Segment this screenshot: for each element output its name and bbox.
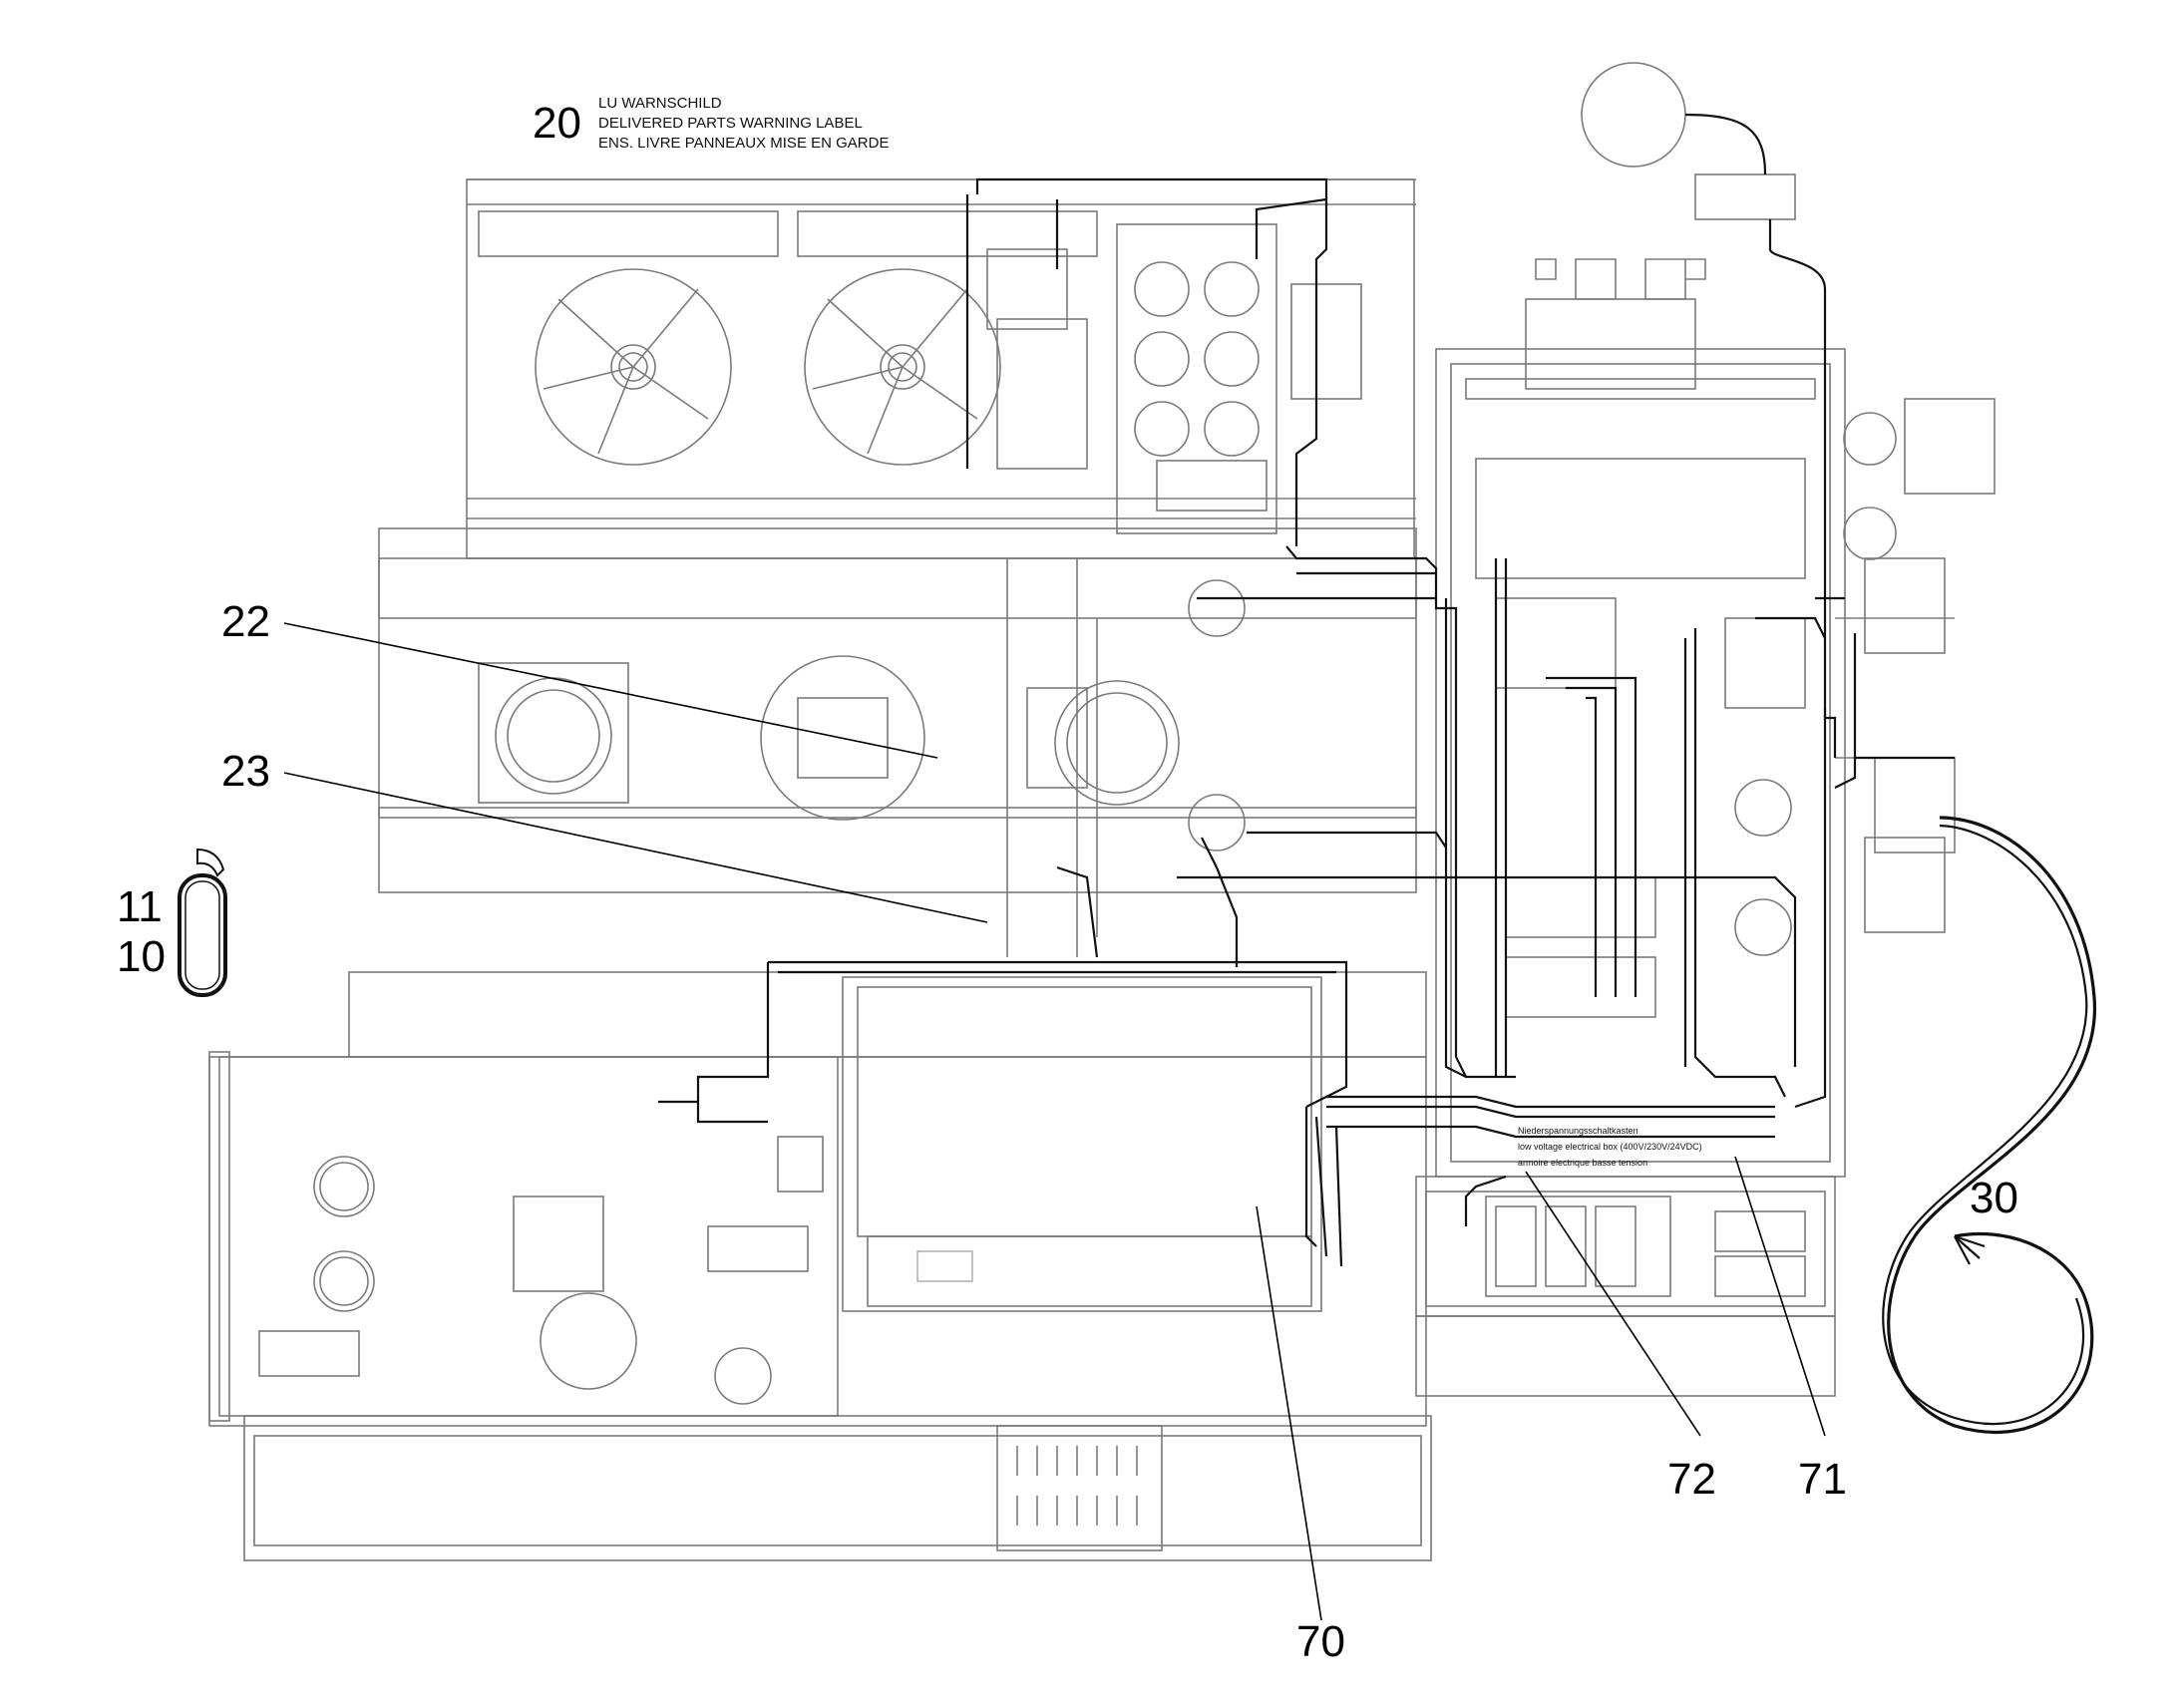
cable-harness [658, 177, 1955, 1267]
callout-72: 72 [1667, 1455, 1716, 1504]
bottom-grille [996, 1425, 1163, 1551]
voltage-plate-line-2: low voltage electrical box (400V/230V/24… [1518, 1142, 1702, 1152]
clamp-item-10-11 [178, 848, 227, 997]
remote-sensor [1581, 62, 1827, 718]
callout-22: 22 [221, 597, 270, 646]
fan-left [535, 268, 732, 466]
fan-right [804, 268, 1001, 466]
machine-frame [208, 178, 1836, 1561]
leader-lines [283, 622, 1826, 1621]
callout-70: 70 [1296, 1617, 1345, 1666]
low-voltage-box [1485, 1196, 1806, 1297]
loose-cable-item-30 [1882, 816, 2096, 1434]
warning-label-line-1: LU WARNSCHILD [598, 95, 722, 112]
warning-label-line-3: ENS. LIVRE PANNEAUX MISE EN GARDE [598, 135, 890, 152]
top-valve-block [986, 223, 1362, 534]
callout-20: 20 [533, 99, 581, 148]
voltage-plate-line-3: armoire electrique basse tension [1518, 1158, 1648, 1168]
warning-label-line-2: DELIVERED PARTS WARNING LABEL [598, 115, 863, 132]
callout-71: 71 [1798, 1455, 1847, 1504]
drive-section [478, 558, 1246, 957]
callout-10: 10 [117, 932, 166, 981]
right-brackets [1835, 398, 1996, 933]
callout-23: 23 [221, 747, 270, 796]
voltage-plate-line-1: Niederspannungsschaltkasten [1518, 1126, 1638, 1136]
callout-30: 30 [1970, 1174, 2018, 1222]
right-cabinet [1435, 258, 1897, 1178]
callout-11: 11 [117, 882, 163, 931]
radiator-band [467, 178, 1416, 519]
main-electrical-box [842, 976, 1322, 1312]
tank-area [208, 1051, 839, 1422]
